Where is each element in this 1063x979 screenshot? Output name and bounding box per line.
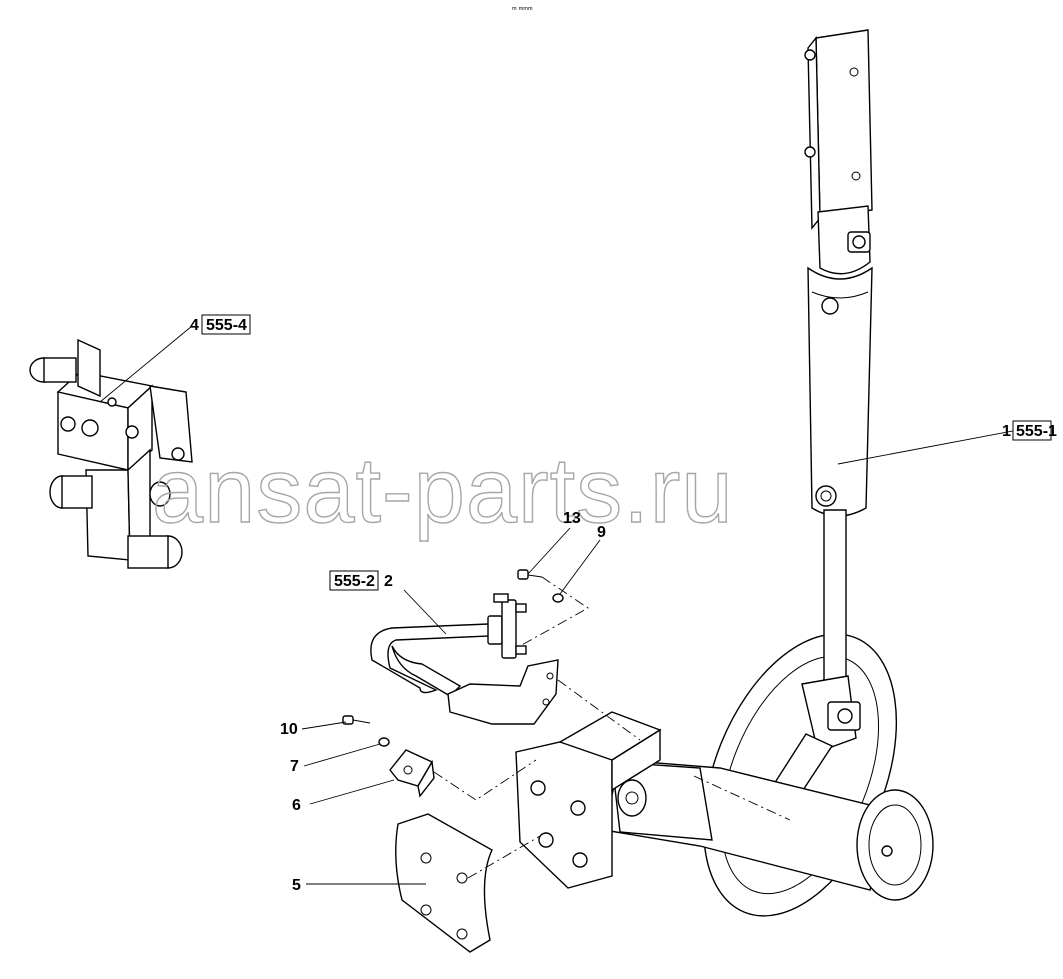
callout-6: 6: [292, 797, 301, 814]
hose-assembly-part-2: [370, 593, 559, 725]
washer-part-9: [552, 593, 564, 603]
callout-1-number: 1: [1002, 423, 1011, 440]
washer-part-7: [378, 737, 390, 747]
valve-block-part-4: [29, 338, 193, 569]
assembly-centerlines: [433, 576, 791, 879]
callout-4: 4 555-4: [190, 314, 251, 335]
callout-10: 10: [280, 721, 298, 738]
watermark-text: ansat-parts.ru: [152, 440, 734, 542]
callout-2-ref: 555-2: [334, 573, 375, 590]
top-mark: ᵐ ᵐᵐᵐ: [512, 5, 533, 14]
callout-9: 9: [597, 524, 606, 541]
plate-part-5: [395, 813, 493, 953]
block-part-6: [389, 749, 435, 798]
bolt-part-10: [342, 715, 371, 725]
callout-1-ref-box: [1012, 420, 1052, 441]
callout-7: 7: [290, 758, 299, 775]
mounting-bracket: [515, 711, 662, 889]
callout-13: 13: [563, 510, 581, 527]
callout-4-ref: 555-4: [206, 317, 247, 334]
callout-1: 1 555-1: [1002, 420, 1057, 441]
callout-2: 555-2 2: [329, 570, 393, 591]
callout-5: 5: [292, 877, 301, 894]
callout-2-number: 2: [384, 573, 393, 590]
callout-4-ref-box: [201, 314, 251, 335]
bolt-part-13: [517, 569, 543, 580]
callout-1-ref: 555-1: [1016, 423, 1057, 440]
callout-2-ref-box: [329, 570, 379, 591]
leader-lines: [99, 325, 1019, 885]
callout-4-number: 4: [190, 317, 199, 334]
wheel-post-assembly: [603, 29, 934, 917]
